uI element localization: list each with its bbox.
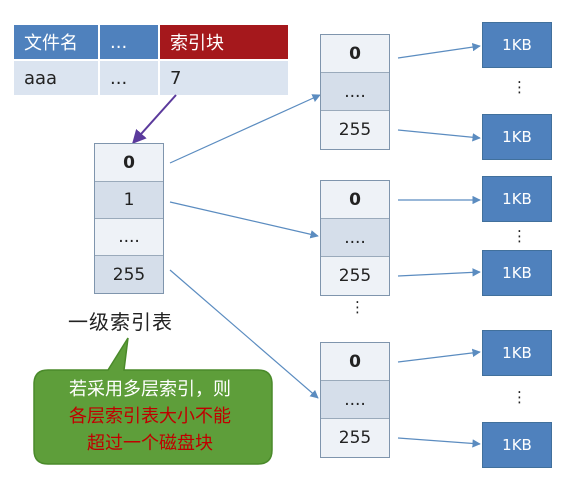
second-index-cell: .... [321,219,389,257]
first-index-cell: 255 [95,256,163,293]
data-block: 1KB [482,22,552,68]
second-index-cell: 0 [321,181,389,219]
second-index-cell: 255 [321,419,389,457]
arrow-s3-0 [397,348,481,363]
arrow-s1-0 [397,42,481,59]
vertical-ellipsis: ⋮ [512,227,527,245]
vertical-ellipsis: ⋮ [350,298,365,316]
arrow-first-1 [169,201,319,239]
cell-index-block: 7 [160,61,288,95]
note-line: 各层索引表大小不能 [69,406,231,427]
vertical-ellipsis: ⋮ [512,388,527,406]
note-bubble [33,337,273,465]
cell-ellipsis: ... [100,61,160,95]
arrow-s3-255 [397,437,481,448]
second-index-cell: 255 [321,111,389,149]
pointer-arrow [132,94,177,145]
note-text: 若采用多层索引，则 各层索引表大小不能 超过一个磁盘块 [40,376,260,457]
note-line: 超过一个磁盘块 [87,433,213,454]
arrow-first-255 [169,269,319,399]
second-level-index: 0 .... 255 [320,180,390,296]
arrow-s2-255 [397,268,481,277]
cell-filename: aaa [14,61,100,95]
vertical-ellipsis: ⋮ [512,78,527,96]
second-level-index: 0 .... 255 [320,34,390,150]
first-level-index: 0 1 .... 255 [94,143,164,294]
second-level-index: 0 .... 255 [320,342,390,458]
first-index-cell: 1 [95,182,163,219]
data-block: 1KB [482,330,552,376]
second-index-cell: .... [321,381,389,419]
arrow-first-0 [169,94,321,164]
second-index-cell: 0 [321,35,389,73]
note-line: 若采用多层索引，则 [69,379,231,400]
first-index-cell: .... [95,219,163,256]
data-block: 1KB [482,422,552,468]
header-filename: 文件名 [14,25,100,59]
data-block: 1KB [482,250,552,296]
header-index-block: 索引块 [160,25,288,59]
second-index-cell: .... [321,73,389,111]
second-index-cell: 255 [321,257,389,295]
data-block: 1KB [482,176,552,222]
arrow-s1-255 [397,129,481,142]
first-index-caption: 一级索引表 [68,310,173,334]
directory-table: 文件名 ... 索引块 aaa ... 7 [14,25,288,95]
first-index-cell: 0 [95,144,163,182]
second-index-cell: 0 [321,343,389,381]
header-ellipsis: ... [100,25,160,59]
data-block: 1KB [482,114,552,160]
